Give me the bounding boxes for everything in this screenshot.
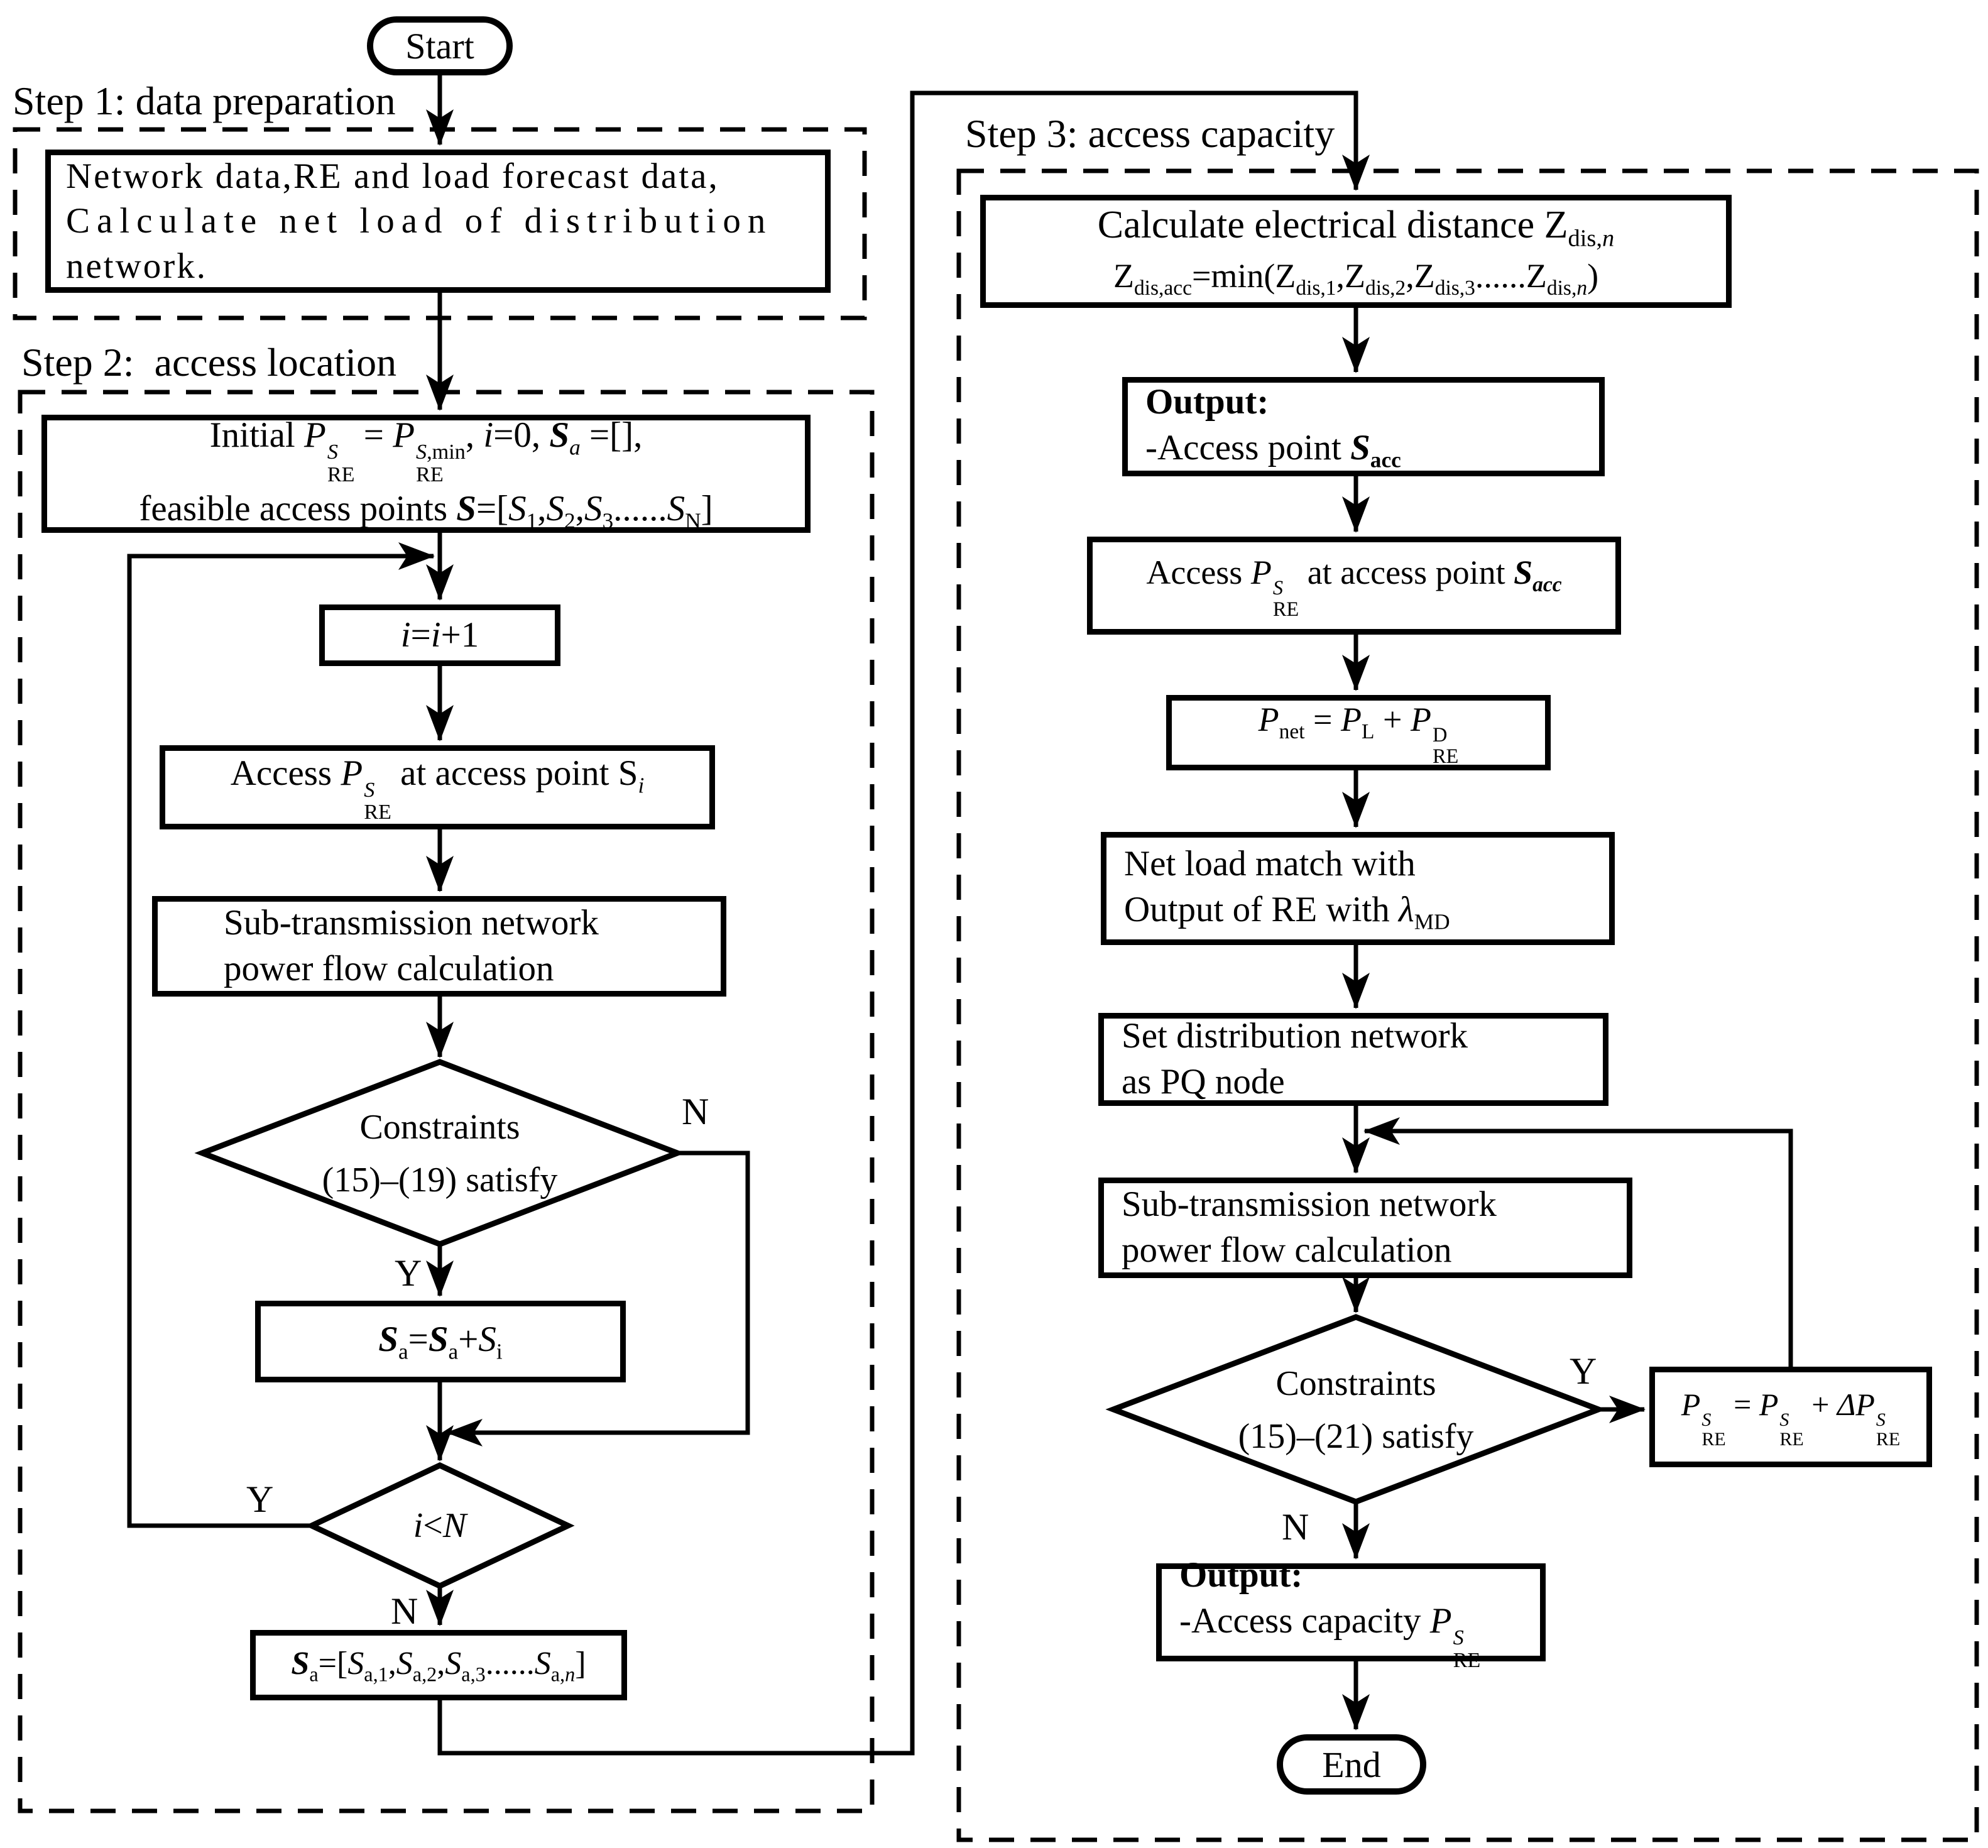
step3-caption: Step 3: access capacity: [965, 111, 1335, 156]
d2-no-label: N: [1282, 1506, 1309, 1548]
output-access-capacity-title: Output:: [1179, 1555, 1303, 1595]
network-data-line2: Calculate net load of distribution: [66, 201, 773, 241]
d2-yes-label: Y: [1570, 1350, 1597, 1392]
constraints-15-19-line2: (15)–(19) satisfy: [322, 1161, 558, 1200]
d1-yes-label: Y: [395, 1252, 422, 1294]
decision-constraints-15-19: [194, 1059, 685, 1247]
network-data-line1: Network data,RE and load forecast data,: [66, 156, 719, 197]
din-yes-label: Y: [246, 1479, 274, 1520]
subtransmission1-line1: Sub-transmission network: [224, 903, 599, 943]
start-terminal: Start: [367, 16, 513, 75]
connector-step2-to-step3: [437, 90, 1370, 1756]
decision-i-less-N: [305, 1462, 575, 1589]
subtransmission1-line2: power flow calculation: [224, 949, 554, 988]
subtransmission2-line2: power flow calculation: [1122, 1230, 1452, 1270]
net-load-match-line2: Output of RE with λMD: [1124, 889, 1450, 934]
start-label: Start: [405, 25, 474, 67]
set-pq-node-line2: as PQ node: [1122, 1062, 1285, 1102]
din-no-label: N: [391, 1590, 418, 1632]
loop-iN-yes-branch: [127, 542, 435, 1528]
step3-dashed-frame: [956, 168, 1979, 1842]
i-less-N-text: i<N: [346, 1501, 534, 1551]
constraints-15-21-text: Constraints (15)–(21) satisfy: [1167, 1355, 1544, 1465]
sa-update-box: Sa=Sa+Si: [255, 1301, 626, 1382]
i-less-N-formula: i<N: [413, 1506, 467, 1545]
electrical-distance-line2: Zdis,acc=min(Zdis,1,Zdis,2,Zdis,3......Z…: [1113, 256, 1599, 300]
constraints-15-19-text: Constraints (15)–(19) satisfy: [251, 1098, 628, 1209]
set-pq-node-line1: Set distribution network: [1122, 1016, 1468, 1056]
sa-result-box: Sa=[Sa,1,Sa,2,Sa,3......Sa,n]: [250, 1630, 627, 1700]
subtransmission-box-1: Sub-transmission network power flow calc…: [152, 896, 726, 997]
subtransmission2-line1: Sub-transmission network: [1122, 1184, 1497, 1225]
d1-no-branch: [446, 1151, 750, 1446]
end-terminal: End: [1277, 1734, 1426, 1795]
sa-update-text: Sa=Sa+Si: [378, 1320, 503, 1364]
constraints-15-21-line2: (15)–(21) satisfy: [1238, 1417, 1474, 1456]
electrical-distance-box: Calculate electrical distance Zdis,n Zdi…: [980, 195, 1732, 308]
net-load-match-line1: Net load match with: [1124, 843, 1416, 883]
sa-result-text: Sa=[Sa,1,Sa,2,Sa,3......Sa,n]: [291, 1645, 586, 1686]
increment-i-box: i=i+1: [319, 604, 560, 666]
decision-constraints-15-21: [1105, 1314, 1607, 1505]
network-data-line3: network.: [66, 246, 208, 286]
constraints-15-21-line1: Constraints: [1275, 1364, 1436, 1403]
output-access-point-box: Output: -Access point Sacc: [1122, 377, 1605, 476]
end-label: End: [1322, 1744, 1381, 1785]
increment-i-text: i=i+1: [400, 615, 479, 655]
output-access-point-line2: -Access point Sacc: [1145, 427, 1401, 473]
init-line2: feasible access points S=[S1,S2,S3......…: [139, 488, 713, 533]
step2-caption: Step 2: access location: [21, 340, 397, 385]
subtransmission-box-2: Sub-transmission network power flow calc…: [1098, 1178, 1632, 1278]
net-load-match-box: Net load match with Output of RE with λM…: [1101, 832, 1615, 945]
network-data-box: Network data,RE and load forecast data, …: [45, 150, 831, 293]
step1-caption: Step 1: data preparation: [13, 79, 396, 123]
constraints-15-19-line1: Constraints: [359, 1108, 520, 1147]
loop-pplus-feedback: [1363, 1117, 1793, 1367]
electrical-distance-line1: Calculate electrical distance Zdis,n: [1097, 204, 1615, 252]
d1-no-label: N: [682, 1091, 709, 1132]
set-pq-node-box: Set distribution network as PQ node: [1098, 1013, 1608, 1106]
output-access-point-title: Output:: [1145, 381, 1269, 422]
